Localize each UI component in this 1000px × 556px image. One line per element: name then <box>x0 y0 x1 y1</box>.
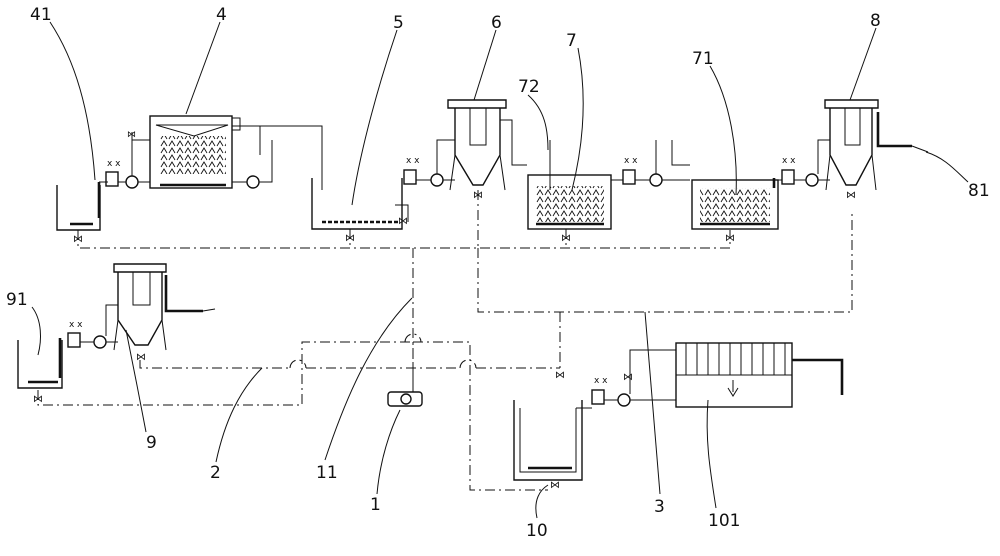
svg-text:x x: x x <box>594 376 608 386</box>
label-3: 3 <box>654 497 665 517</box>
tank-8: ⋈ <box>824 99 929 201</box>
label-4: 4 <box>216 5 227 25</box>
svg-text:x x: x x <box>624 156 638 166</box>
svg-text:⋈: ⋈ <box>561 233 571 244</box>
tank-7: x x <box>527 140 690 230</box>
svg-text:x x: x x <box>782 156 796 166</box>
filter-press-101 <box>675 342 844 408</box>
svg-text:⋈: ⋈ <box>555 370 565 381</box>
svg-text:⋈: ⋈ <box>345 233 355 244</box>
svg-text:x x: x x <box>69 320 83 330</box>
svg-text:⋈: ⋈ <box>73 234 83 245</box>
leader-lines <box>31 21 969 519</box>
label-6: 6 <box>491 13 502 33</box>
svg-text:⋈: ⋈ <box>33 394 43 405</box>
media-bed-71 <box>700 188 770 222</box>
label-5: 5 <box>393 13 404 33</box>
tank-5: x x <box>311 139 455 230</box>
label-8: 8 <box>870 11 881 31</box>
label-2: 2 <box>210 463 221 483</box>
tank-4 <box>149 115 273 189</box>
tank-91: x x <box>17 304 118 389</box>
label-81: 81 <box>968 181 990 201</box>
tank-10: x x ⋈ ⋈ <box>513 349 676 491</box>
label-71: 71 <box>692 49 714 69</box>
svg-text:x x: x x <box>107 159 121 169</box>
svg-text:⋈: ⋈ <box>398 216 408 227</box>
pipe-network <box>37 190 853 491</box>
label-91: 91 <box>6 290 28 310</box>
valves: ⋈ ⋈ ⋈ ⋈ ⋈ ⋈ ⋈ <box>33 216 735 405</box>
tank-41 <box>56 181 108 231</box>
media-bed-4 <box>160 136 226 174</box>
svg-text:⋈: ⋈ <box>725 233 735 244</box>
label-41: 41 <box>30 5 52 25</box>
svg-text:⋈: ⋈ <box>136 352 146 363</box>
tank-9: ⋈ <box>113 263 216 363</box>
label-9: 9 <box>146 433 157 453</box>
svg-text:⋈: ⋈ <box>550 480 560 491</box>
svg-text:x x: x x <box>406 156 420 166</box>
label-10: 10 <box>526 521 548 541</box>
label-7: 7 <box>566 31 577 51</box>
label-1: 1 <box>370 495 381 515</box>
tank-6: ⋈ <box>447 99 527 201</box>
svg-text:⋈: ⋈ <box>846 190 856 201</box>
tank-71: x x <box>691 139 830 230</box>
svg-text:⋈: ⋈ <box>127 130 136 140</box>
svg-text:⋈: ⋈ <box>623 372 633 383</box>
blower-1 <box>387 362 423 407</box>
media-bed-7 <box>536 186 604 222</box>
label-72: 72 <box>518 77 540 97</box>
label-101: 101 <box>708 511 740 531</box>
pump-unit-4: x x ⋈ <box>105 130 150 189</box>
label-11: 11 <box>316 463 338 483</box>
